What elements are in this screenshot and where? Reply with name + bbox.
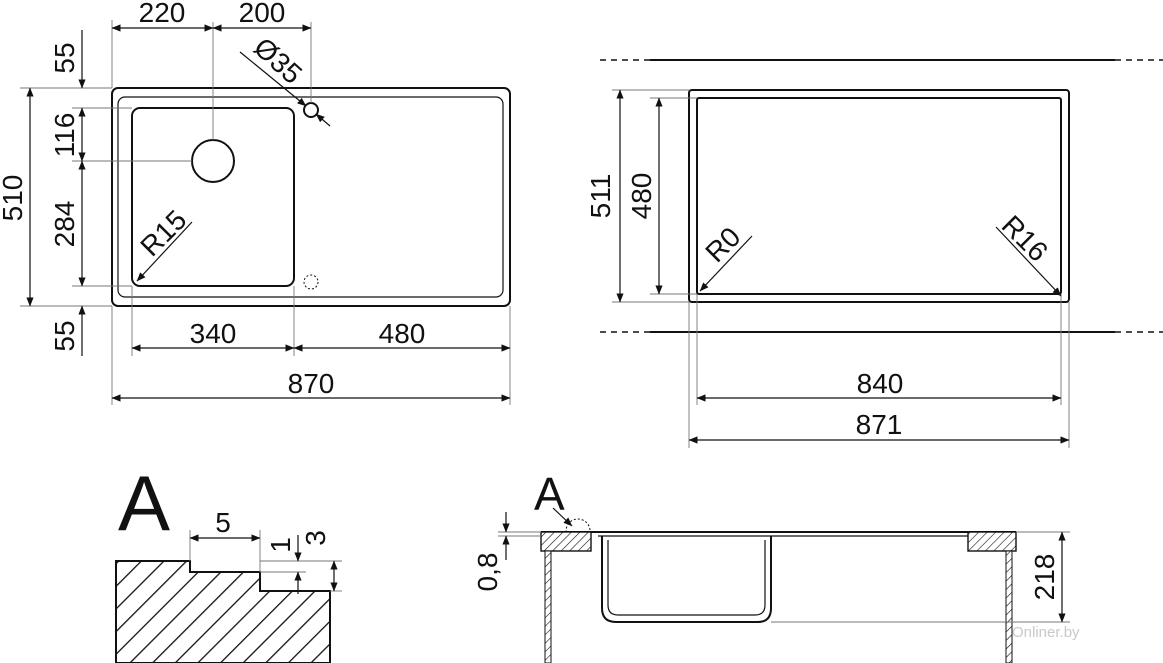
sink-outline	[111, 87, 511, 307]
dim-840: 840	[857, 368, 904, 399]
dim-340: 340	[190, 318, 237, 349]
dim-tap-hole: Ø35	[248, 31, 308, 89]
dim-0-8: 0,8	[472, 553, 503, 592]
detail-a: A 5 1 3	[115, 459, 342, 663]
sink-inner-rim	[117, 96, 504, 298]
section-view: A 0,8 218	[472, 468, 1070, 663]
section-a-label: A	[534, 468, 565, 520]
drain-hole	[191, 139, 235, 183]
dim-116: 116	[49, 113, 80, 158]
dim-218: 218	[1029, 554, 1060, 601]
section-deck-right	[967, 531, 1017, 552]
cutout-view: 511 480 R0 R16 840 871	[585, 59, 1163, 448]
dim-5: 5	[215, 507, 231, 538]
dim-r0: R0	[699, 221, 746, 268]
dim-510: 510	[0, 175, 28, 222]
dim-r15: R15	[134, 204, 192, 262]
dim-r16: R16	[996, 209, 1054, 267]
plan-view: 220 200 Ø35 55 116 284 55 510 R15 340 48…	[0, 0, 511, 405]
dim-55-top: 55	[49, 42, 80, 73]
overflow-hole	[303, 274, 319, 290]
dim-511: 511	[585, 174, 616, 219]
dim-871: 871	[856, 409, 903, 440]
cutout-outer	[688, 89, 1070, 303]
hatched-profile	[115, 560, 331, 663]
tap-hole	[303, 102, 319, 118]
detail-a-label: A	[118, 459, 170, 547]
dim-220: 220	[139, 0, 186, 28]
dim-55-bottom: 55	[49, 320, 80, 351]
dim-3: 3	[300, 530, 331, 546]
dim-284: 284	[49, 201, 80, 248]
cutout-inner	[696, 97, 1062, 295]
dim-200: 200	[239, 0, 286, 28]
watermark: Onliner.by	[1012, 624, 1080, 641]
dim-870: 870	[288, 368, 335, 399]
dim-480-cutout: 480	[626, 173, 657, 220]
section-deck-left	[540, 531, 592, 552]
dim-1: 1	[265, 537, 296, 553]
section-bowl	[601, 536, 772, 623]
dim-480: 480	[379, 318, 426, 349]
